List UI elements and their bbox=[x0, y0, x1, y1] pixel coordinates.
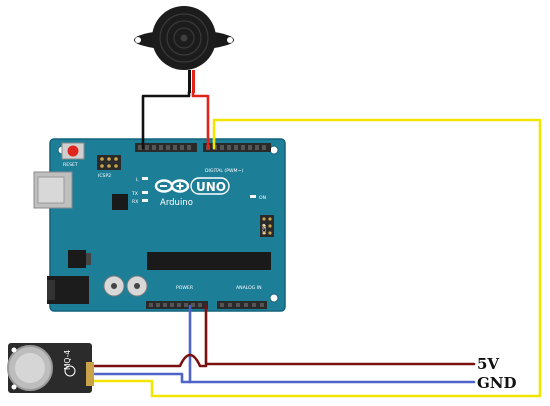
buzzer-lead-black bbox=[188, 70, 191, 93]
mq4-gas-sensor: MQ-4 bbox=[7, 343, 94, 393]
mounting-hole bbox=[269, 145, 279, 155]
led-l-label: L bbox=[136, 177, 139, 183]
wires bbox=[93, 90, 542, 398]
wire-gnd-sensor bbox=[93, 372, 192, 384]
icsp2-label: ICSP2 bbox=[98, 173, 111, 179]
led-tx-label: TX bbox=[131, 191, 138, 197]
icsp-header bbox=[260, 215, 274, 237]
rail-5v-label: 5V bbox=[477, 355, 499, 373]
digital-label: DIGITAL (PWM~) bbox=[205, 168, 243, 174]
sensor-ic-mark bbox=[64, 365, 76, 377]
led-rx bbox=[142, 199, 148, 202]
icsp2-header bbox=[97, 155, 121, 170]
wire-5v-sensor bbox=[93, 353, 208, 368]
model-label: UNO bbox=[196, 180, 226, 194]
sensor-label: MQ-4 bbox=[63, 350, 72, 370]
wire-5v bbox=[204, 304, 476, 366]
wire-buzzer-gnd bbox=[141, 90, 191, 150]
power-header bbox=[146, 301, 208, 309]
led-l bbox=[142, 177, 148, 180]
reset-label: RESET bbox=[63, 162, 78, 168]
wire-gnd bbox=[188, 304, 476, 384]
led-on bbox=[250, 195, 256, 198]
wire-sensor-signal bbox=[93, 118, 542, 398]
power-label: POWER bbox=[176, 285, 194, 291]
buzzer-lead-red bbox=[192, 70, 195, 93]
reset-button-cap bbox=[67, 145, 79, 157]
mounting-hole bbox=[269, 293, 279, 303]
arduino-board: RESET ICSP2 DIGITAL (PWM~) bbox=[33, 138, 286, 312]
dc-power-jack-face bbox=[47, 280, 55, 300]
rail-gnd-label: GND bbox=[477, 374, 517, 392]
usb-chip bbox=[112, 194, 128, 210]
uno-badge bbox=[190, 177, 230, 195]
analog-header bbox=[217, 301, 267, 309]
regulator-tab bbox=[86, 253, 91, 265]
sensor-pins bbox=[86, 362, 94, 386]
usb-connector-inner bbox=[37, 176, 65, 204]
led-tx bbox=[142, 191, 148, 194]
regulator bbox=[68, 250, 86, 268]
piezo-buzzer bbox=[134, 6, 234, 93]
brand-label: Arduino bbox=[160, 198, 193, 208]
digital-header bbox=[135, 143, 271, 152]
atmega-chip bbox=[147, 252, 271, 270]
led-on-label: ON bbox=[259, 195, 266, 201]
analog-label: ANALOG IN bbox=[236, 285, 262, 291]
wire-buzzer-signal bbox=[191, 90, 210, 150]
led-rx-label: RX bbox=[132, 199, 138, 205]
arduino-logo bbox=[154, 179, 190, 193]
icsp-label: ICSP bbox=[262, 224, 268, 234]
